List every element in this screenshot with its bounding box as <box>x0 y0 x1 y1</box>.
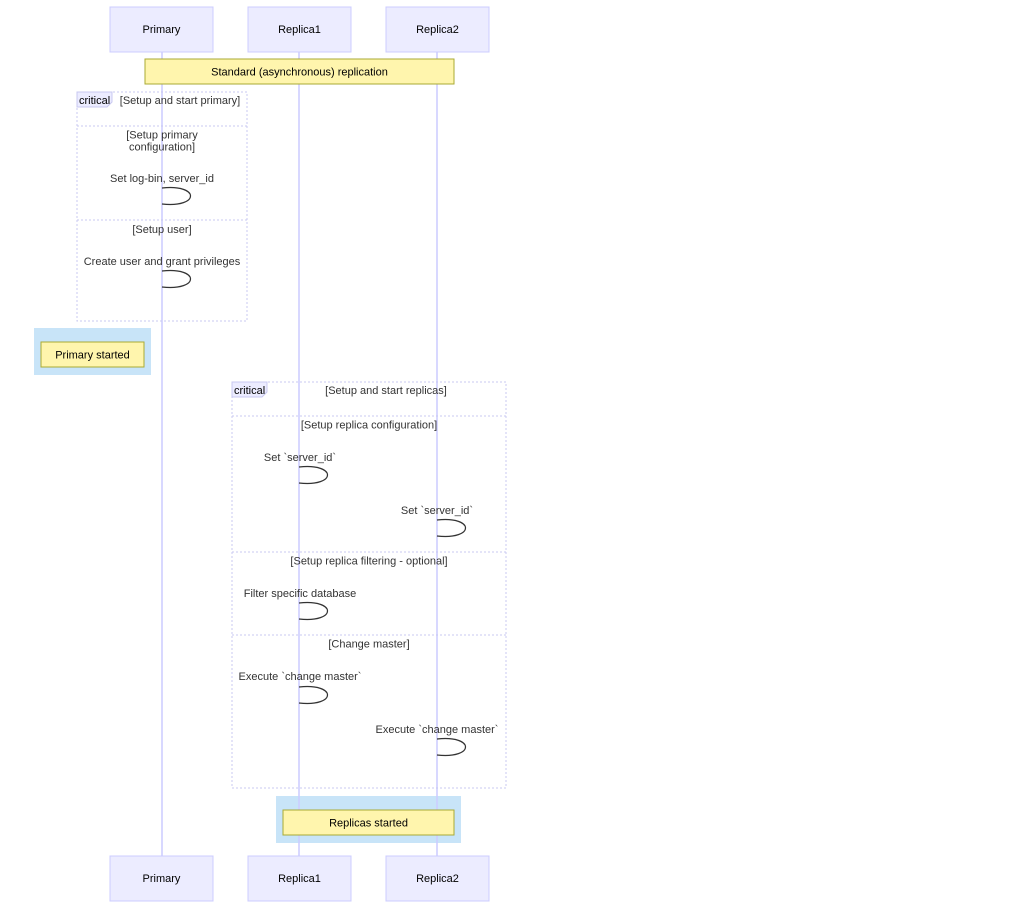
note-primary-started: Primary started <box>40 341 145 368</box>
actor-label: Replica2 <box>416 24 459 36</box>
critical-frame-replicas: critical [Setup and start replicas] [Set… <box>231 381 507 789</box>
section-label: [Setup primary <box>126 130 198 142</box>
message-label: Set log-bin, server_id <box>110 173 214 185</box>
self-loop-arrow <box>161 186 191 206</box>
actor-primary-bottom: Primary <box>109 855 214 902</box>
message-label: Filter specific database <box>244 588 357 600</box>
actor-replica2-top: Replica2 <box>385 6 490 53</box>
message-label: Execute `change master` <box>376 724 499 736</box>
section-label: [Setup user] <box>132 224 191 236</box>
message-create-user: Create user and grant privileges <box>84 256 241 289</box>
critical-frame-primary: critical [Setup and start primary] [Setu… <box>76 91 248 322</box>
critical-tag-box <box>231 381 268 398</box>
critical-tag: critical <box>79 95 110 107</box>
actor-label: Replica1 <box>278 873 321 885</box>
actor-primary-top: Primary <box>109 6 214 53</box>
note-standard-replication: Standard (asynchronous) replication <box>144 58 455 85</box>
message-label: Execute `change master` <box>239 671 362 683</box>
actor-replica1-bottom: Replica1 <box>247 855 352 902</box>
message-label: Create user and grant privileges <box>84 256 241 268</box>
actor-label: Primary <box>143 24 181 36</box>
message-set-server-id-replica2: Set `server_id` <box>401 505 473 538</box>
actor-replica2-bottom: Replica2 <box>385 855 490 902</box>
critical-title: [Setup and start replicas] <box>325 385 447 397</box>
note-text: Replicas started <box>329 818 408 830</box>
message-label: Set `server_id` <box>401 505 473 517</box>
section-label: configuration] <box>129 142 195 154</box>
section-label: [Setup replica filtering - optional] <box>290 556 447 568</box>
actor-label: Replica1 <box>278 24 321 36</box>
section-label: [Change master] <box>328 639 409 651</box>
self-loop-arrow <box>298 685 328 705</box>
self-loop-arrow <box>436 737 466 757</box>
message-label: Set `server_id` <box>264 452 336 464</box>
section-label: [Setup replica configuration] <box>301 420 437 432</box>
message-change-master-replica2: Execute `change master` <box>376 724 499 757</box>
note-text: Primary started <box>55 350 130 362</box>
self-loop-arrow <box>436 518 466 538</box>
actor-replica1-top: Replica1 <box>247 6 352 53</box>
critical-title: [Setup and start primary] <box>120 95 240 107</box>
message-filter-database: Filter specific database <box>244 588 357 621</box>
critical-tag-box <box>76 91 113 108</box>
actor-label: Replica2 <box>416 873 459 885</box>
message-set-log-bin: Set log-bin, server_id <box>110 173 214 206</box>
critical-tag: critical <box>234 385 265 397</box>
note-text: Standard (asynchronous) replication <box>211 67 388 79</box>
self-loop-arrow <box>298 465 328 485</box>
self-loop-arrow <box>298 601 328 621</box>
self-loop-arrow <box>161 269 191 289</box>
note-replicas-started: Replicas started <box>282 809 455 836</box>
message-change-master-replica1: Execute `change master` <box>239 671 362 705</box>
message-set-server-id-replica1: Set `server_id` <box>264 452 336 485</box>
actor-label: Primary <box>143 873 181 885</box>
